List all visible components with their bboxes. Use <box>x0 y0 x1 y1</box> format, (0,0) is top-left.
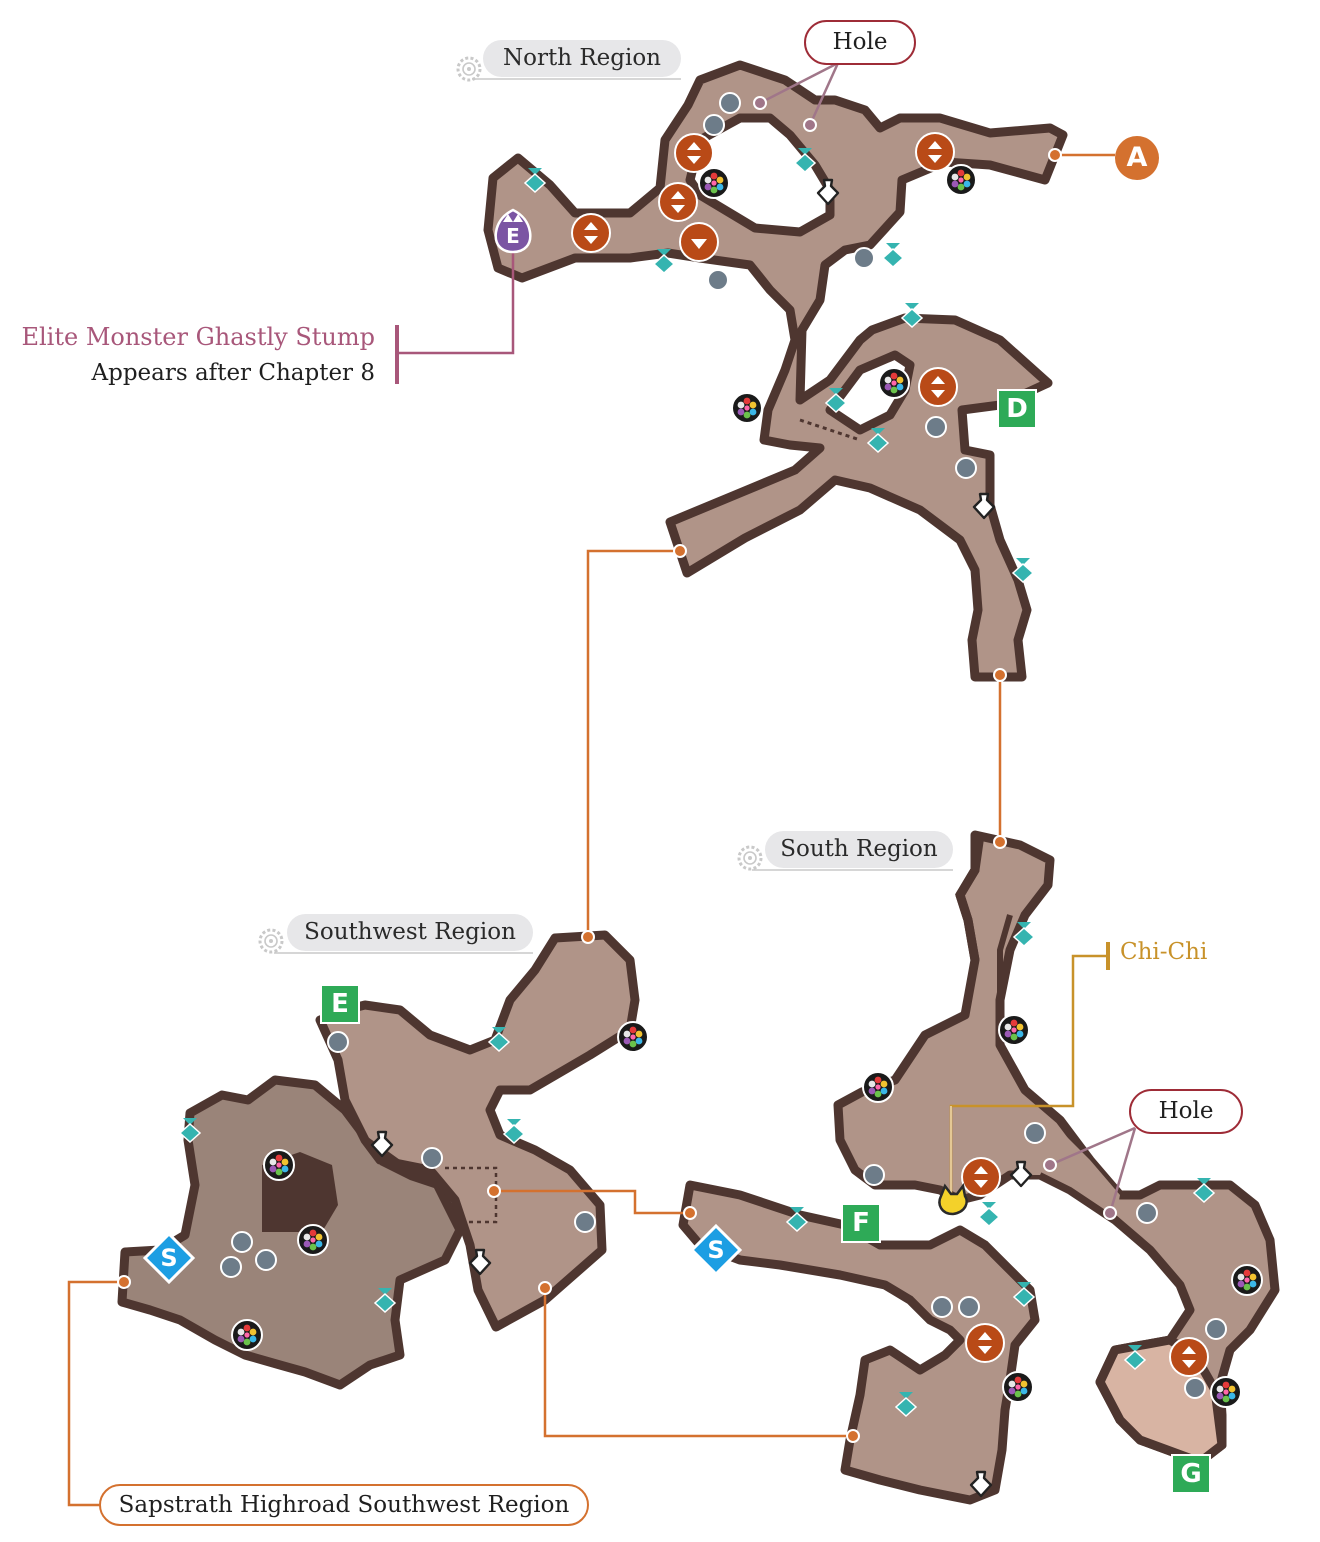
gear-icon <box>258 928 284 954</box>
region-pills <box>274 40 953 954</box>
exit-e-label: E <box>331 989 349 1019</box>
hole-points <box>753 96 1117 1220</box>
exit-g-label: G <box>1180 1459 1202 1489</box>
hole-badge-south <box>1129 1089 1243 1134</box>
exit-f-label: F <box>852 1208 870 1238</box>
north-passage-dash <box>799 418 861 442</box>
southwest-passage-dash <box>445 1166 498 1224</box>
ore-icon <box>707 269 729 291</box>
connector-lines <box>67 153 1115 1507</box>
ore-icon <box>1205 1318 1227 1340</box>
south-corridor-fill <box>1010 1130 1120 1220</box>
exit-d-label: D <box>1006 394 1028 424</box>
southwest-region-label: Southwest Region <box>304 919 516 945</box>
hole-callout-lines <box>759 61 1137 1214</box>
south-corridor-wall <box>1038 1172 1117 1223</box>
exit-link-badge[interactable] <box>99 1484 589 1526</box>
gear-icon <box>737 845 763 871</box>
ore-icon <box>931 1296 953 1318</box>
elite-monster-icon <box>494 208 532 254</box>
hole-label-south: Hole <box>1158 1098 1214 1124</box>
exit-a-icon[interactable] <box>1115 136 1159 180</box>
ore-icon <box>220 1256 242 1278</box>
npc-icon <box>938 1183 968 1216</box>
ore-icon <box>231 1231 253 1253</box>
ore-icon <box>421 1147 443 1169</box>
ore-icon <box>1024 1122 1046 1144</box>
connector-endpoints <box>117 148 1062 1443</box>
start-diamonds <box>142 1223 743 1285</box>
ore-icon <box>863 1164 885 1186</box>
hole-badge-north <box>804 20 916 65</box>
elite-monster-title: Elite Monster Ghastly Stump <box>21 323 375 351</box>
start-s-label-southwest: S <box>160 1244 178 1272</box>
gear-icon <box>456 56 482 82</box>
ore-icon <box>1136 1202 1158 1224</box>
ore-icon <box>955 457 977 479</box>
south-region-label: South Region <box>780 836 938 862</box>
southwest-region-floor <box>117 930 640 1390</box>
npc-label: Chi-Chi <box>1120 939 1208 965</box>
ore-icon <box>719 92 741 114</box>
ore-icon <box>255 1249 277 1271</box>
exit-link-label[interactable]: Sapstrath Highroad Southwest Region <box>118 1492 570 1518</box>
north-region-label: North Region <box>502 45 661 71</box>
ore-icon <box>1184 1377 1206 1399</box>
elite-callout-line <box>398 250 515 355</box>
ore-icon <box>327 1031 349 1053</box>
ore-icon <box>853 247 875 269</box>
ore-icon <box>958 1296 980 1318</box>
ore-icon <box>703 114 725 136</box>
green-exit-squares[interactable] <box>320 389 1211 1494</box>
hole-label-north: Hole <box>832 29 888 55</box>
ore-icon <box>574 1211 596 1233</box>
start-s-label-south: S <box>707 1236 725 1264</box>
ore-icon <box>925 416 947 438</box>
elite-icon-label: E <box>506 224 520 248</box>
elite-monster-condition: Appears after Chapter 8 <box>91 360 375 386</box>
exit-a-label: A <box>1126 142 1148 173</box>
